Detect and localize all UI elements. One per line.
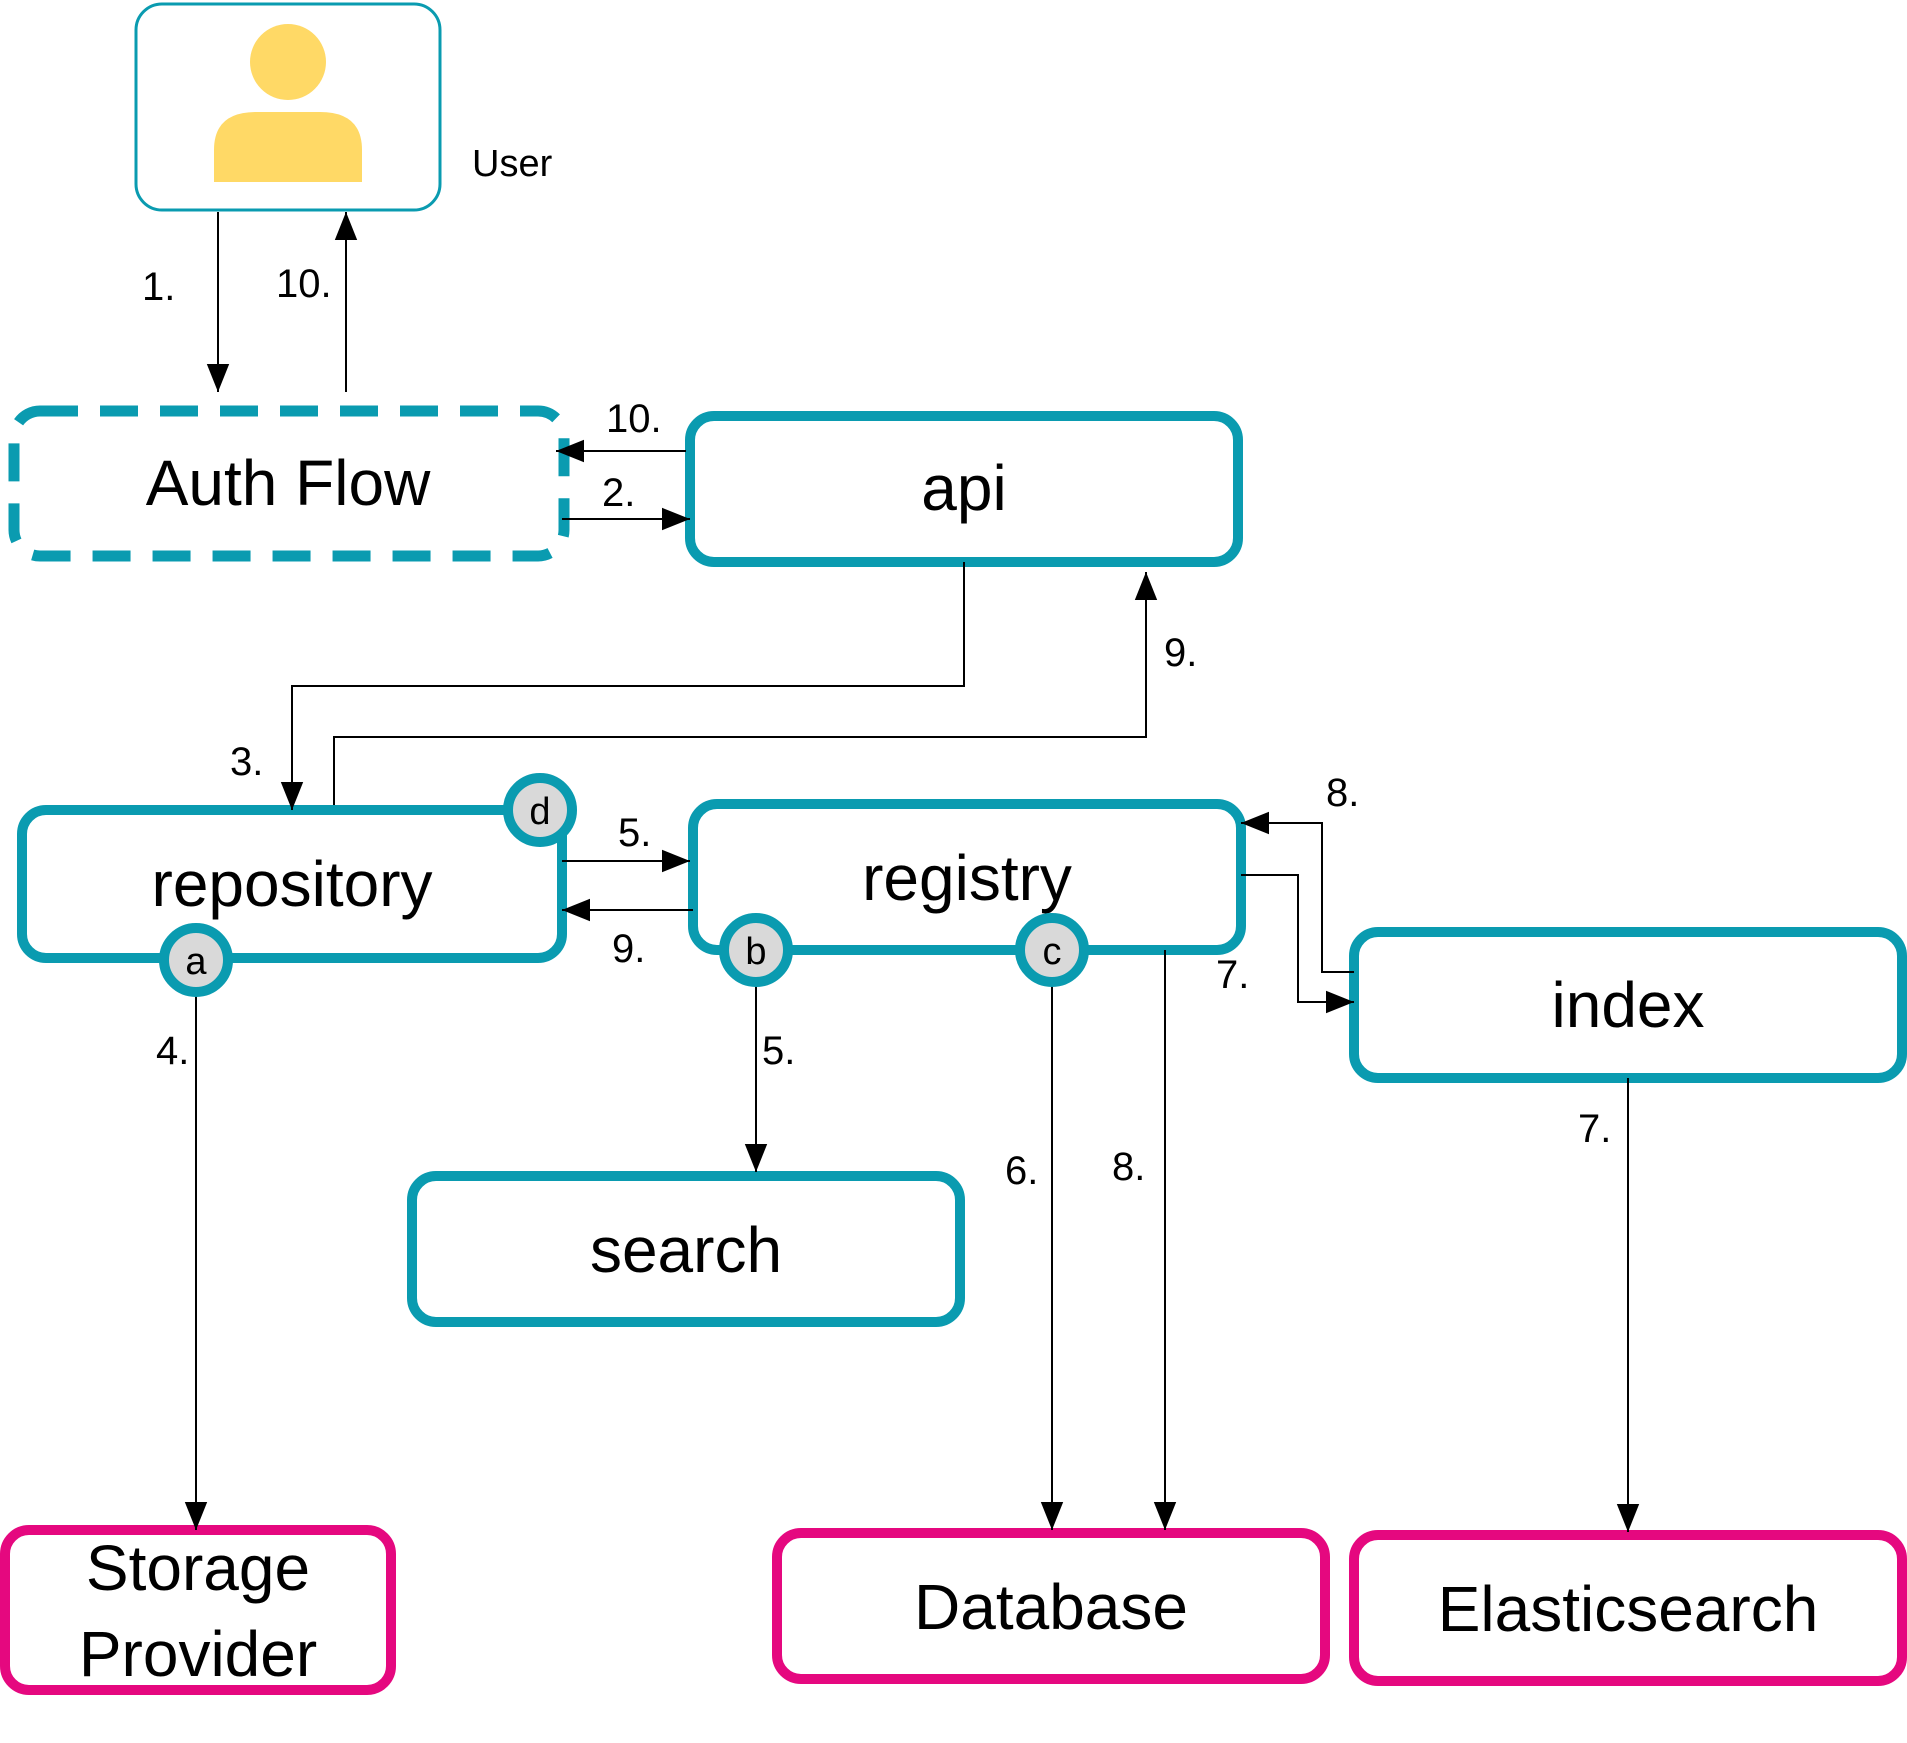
storage-provider-label-line1: Storage [86, 1532, 310, 1604]
elasticsearch-node: Elasticsearch [1349, 1530, 1907, 1686]
database-label: Database [914, 1571, 1188, 1643]
badge-c-label: c [1043, 931, 1062, 973]
person-icon [214, 24, 362, 182]
step-label-index-to-elasticsearch: 7. [1578, 1107, 1611, 1151]
step-label-api-to-repository: 3. [230, 740, 263, 784]
registry-node: registry [688, 799, 1246, 955]
database-node: Database [772, 1528, 1330, 1684]
step-label-index-to-registry: 8. [1326, 771, 1359, 815]
auth-flow-label: Auth Flow [146, 447, 431, 519]
badge-b-label: b [745, 931, 766, 973]
badge-c: c [1015, 913, 1089, 987]
step-label-user-to-auth: 1. [142, 265, 175, 309]
database-box [772, 1528, 1330, 1684]
step-label-registry-to-index: 7. [1216, 953, 1249, 997]
badge-d-label: d [529, 791, 550, 833]
step-label-registry-to-repository: 9. [612, 927, 645, 971]
badge-d: d [503, 773, 577, 847]
storage-provider-box [0, 1525, 396, 1695]
badge-a-label: a [185, 941, 207, 983]
elasticsearch-label: Elasticsearch [1438, 1573, 1819, 1645]
repository-label: repository [152, 848, 433, 920]
api-node: api [685, 411, 1243, 567]
step-label-registry-to-search: 5. [762, 1029, 795, 1073]
index-label: index [1552, 969, 1705, 1041]
registry-label: registry [862, 842, 1072, 914]
user-box [134, 2, 442, 212]
repository-node: repository [17, 805, 567, 963]
edge-index-to-registry [1241, 811, 1354, 973]
storage-provider-node: Storage Provider [0, 1525, 396, 1695]
step-label-repository-to-api: 9. [1164, 631, 1197, 675]
step-labels: 1. 10. 10. 2. 3. 9. 5. 9. 8. 7. 4. 5. 6.… [142, 262, 1611, 1193]
search-node: search [407, 1171, 965, 1327]
step-label-auth-to-user: 10. [276, 262, 332, 306]
step-label-registry-to-database: 8. [1112, 1145, 1145, 1189]
storage-provider-label-line2: Provider [79, 1618, 317, 1690]
elasticsearch-box [1349, 1530, 1907, 1686]
auth-flow-node: Auth Flow [8, 405, 570, 562]
edge-repository-to-api [333, 572, 1158, 805]
step-label-api-to-auth: 10. [606, 397, 662, 441]
index-node: index [1349, 927, 1907, 1083]
step-label-repository-to-registry: 5. [618, 811, 651, 855]
search-label: search [590, 1214, 782, 1286]
api-label: api [921, 452, 1006, 524]
step-label-registry-c-to-database: 6. [1005, 1149, 1038, 1193]
search-box [407, 1171, 965, 1327]
badge-a: a [159, 923, 233, 997]
connectors [184, 212, 1640, 1532]
badge-b: b [719, 913, 793, 987]
user-label: User [472, 143, 553, 185]
auth-flow-box [8, 405, 570, 562]
edge-api-to-repository [280, 562, 965, 810]
step-label-auth-to-api: 2. [602, 471, 635, 515]
edge-registry-to-index [1241, 874, 1354, 1014]
step-label-repository-to-storage: 4. [156, 1029, 189, 1073]
registry-box [688, 799, 1246, 955]
user-node: User [134, 2, 553, 212]
